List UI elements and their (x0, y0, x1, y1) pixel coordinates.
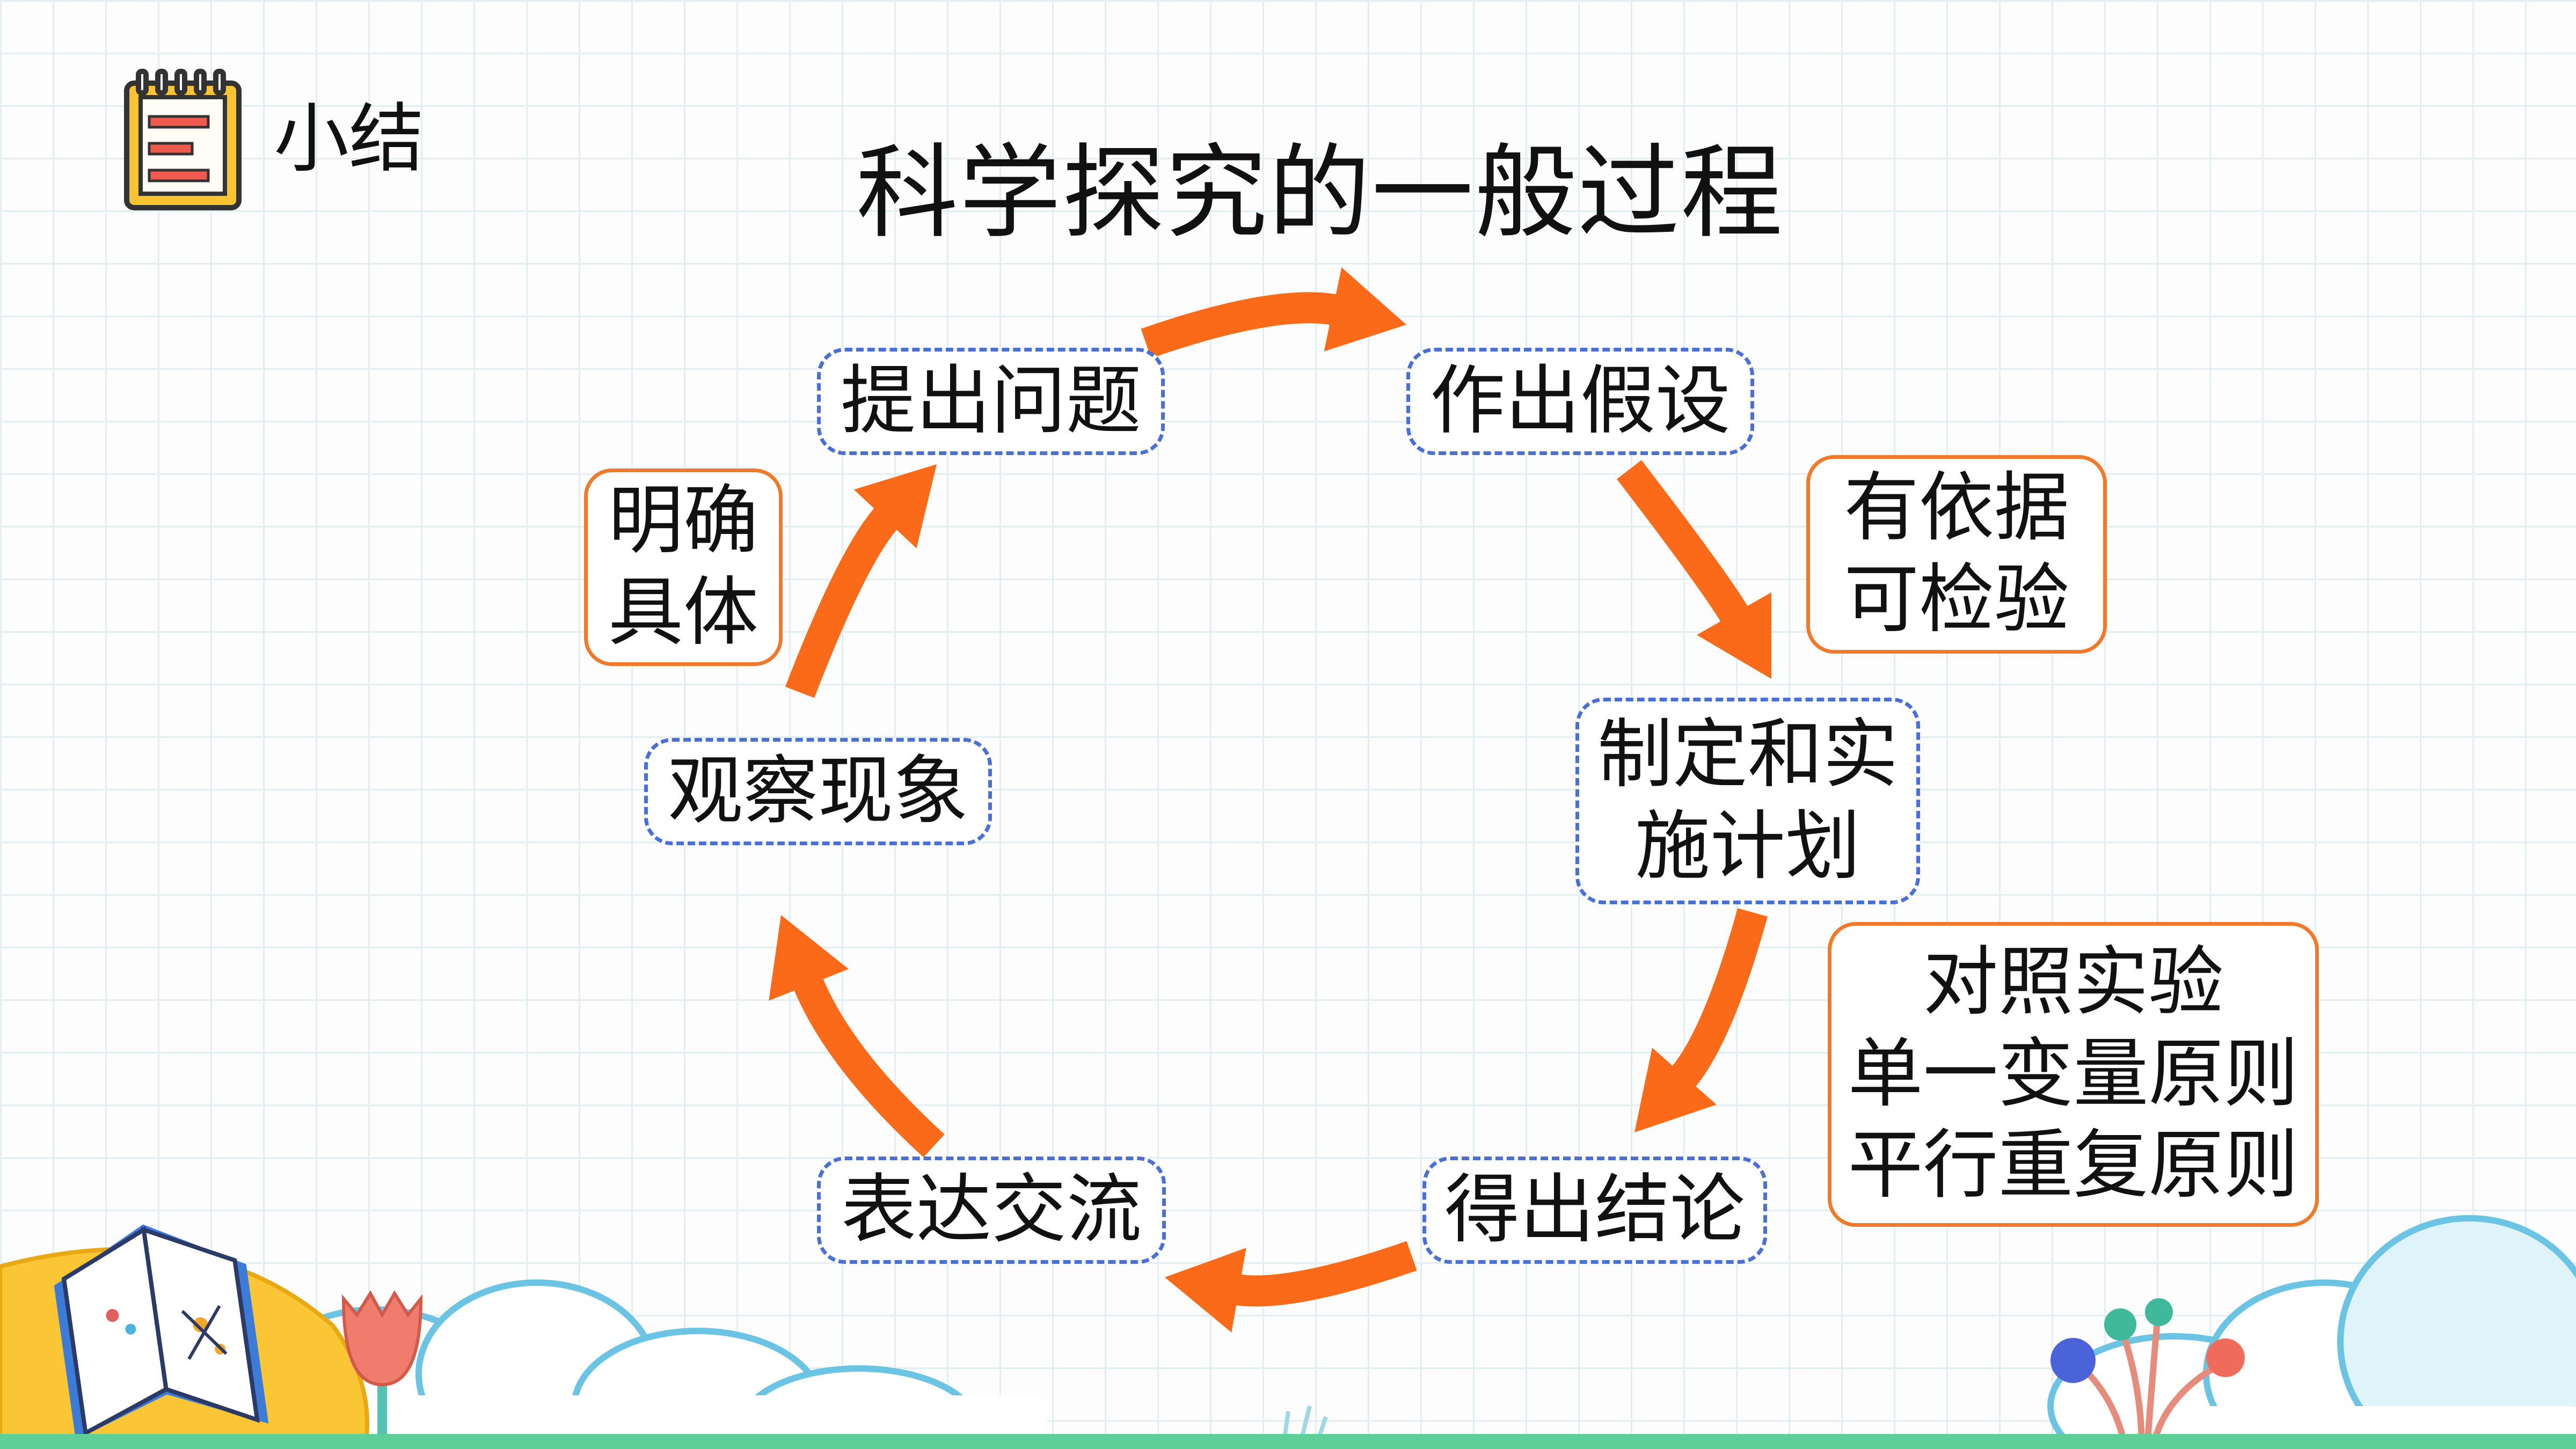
arrow-conclude-to-communicate-shaft (1231, 1241, 1417, 1307)
note-plan-line-2: 单一变量原则 (1848, 1030, 2299, 1118)
step-draw-conclusion-label: 得出结论 (1444, 1166, 1745, 1254)
step-observe: 观察现象 (644, 738, 992, 845)
note-hypothesis-line-1: 有依据 (1843, 464, 2069, 552)
note-plan-line-1: 对照实验 (1923, 938, 2224, 1026)
step-plan-line-1: 制定和实 (1597, 711, 1898, 799)
arrow-hypothesize-to-plan (1616, 460, 1771, 679)
step-draw-conclusion: 得出结论 (1422, 1157, 1767, 1264)
note-question-line-2: 具体 (608, 569, 758, 656)
note-hypothesis-line-2: 可检验 (1843, 556, 2069, 643)
step-make-hypothesis: 作出假设 (1406, 348, 1754, 455)
arrow-communicate-to-observe-shaft (792, 974, 945, 1158)
arrow-observe-to-ask-head (853, 464, 937, 548)
arrow-ask-to-hypothesize-head (1324, 267, 1406, 352)
arrow-plan-to-conclude-shaft (1669, 908, 1768, 1091)
step-plan-implement: 制定和实 施计划 (1575, 698, 1920, 904)
arrow-ask-to-hypothesize (1141, 267, 1406, 358)
step-communicate-label: 表达交流 (841, 1166, 1142, 1254)
arrow-plan-to-conclude (1634, 908, 1768, 1132)
arrow-communicate-to-observe (769, 915, 945, 1158)
note-hypothesis-requirements: 有依据 可检验 (1806, 455, 2107, 654)
note-question-requirements: 明确 具体 (584, 469, 783, 666)
notepad-list-icon (124, 69, 242, 210)
note-plan-principles: 对照实验 单一变量原则 平行重复原则 (1828, 922, 2319, 1227)
step-observe-label: 观察现象 (667, 747, 968, 835)
step-ask-question-label: 提出问题 (840, 357, 1141, 445)
arrow-conclude-to-communicate-head (1165, 1248, 1246, 1333)
arrow-plan-to-conclude-head (1634, 1048, 1717, 1132)
arrow-hypothesize-to-plan-shaft (1616, 460, 1750, 626)
arrow-ask-to-hypothesize-shaft (1141, 292, 1341, 358)
note-question-line-1: 明确 (608, 477, 758, 565)
arrow-communicate-to-observe-head (769, 915, 849, 1001)
ground-strip (0, 1434, 2576, 1449)
arrow-observe-to-ask (785, 464, 937, 698)
note-plan-line-3: 平行重复原则 (1848, 1122, 2299, 1210)
open-book-decoration (54, 1224, 269, 1440)
diagram-title: 科学探究的一般过程 (856, 134, 1784, 252)
arrow-conclude-to-communicate (1165, 1241, 1417, 1333)
step-ask-question: 提出问题 (817, 348, 1165, 455)
step-communicate: 表达交流 (817, 1157, 1166, 1264)
step-plan-line-2: 施计划 (1634, 802, 1860, 890)
section-label: 小结 (274, 96, 425, 183)
arrow-hypothesize-to-plan-head (1697, 592, 1771, 679)
step-make-hypothesis-label: 作出假设 (1429, 357, 1731, 445)
arrow-observe-to-ask-shaft (785, 504, 901, 698)
